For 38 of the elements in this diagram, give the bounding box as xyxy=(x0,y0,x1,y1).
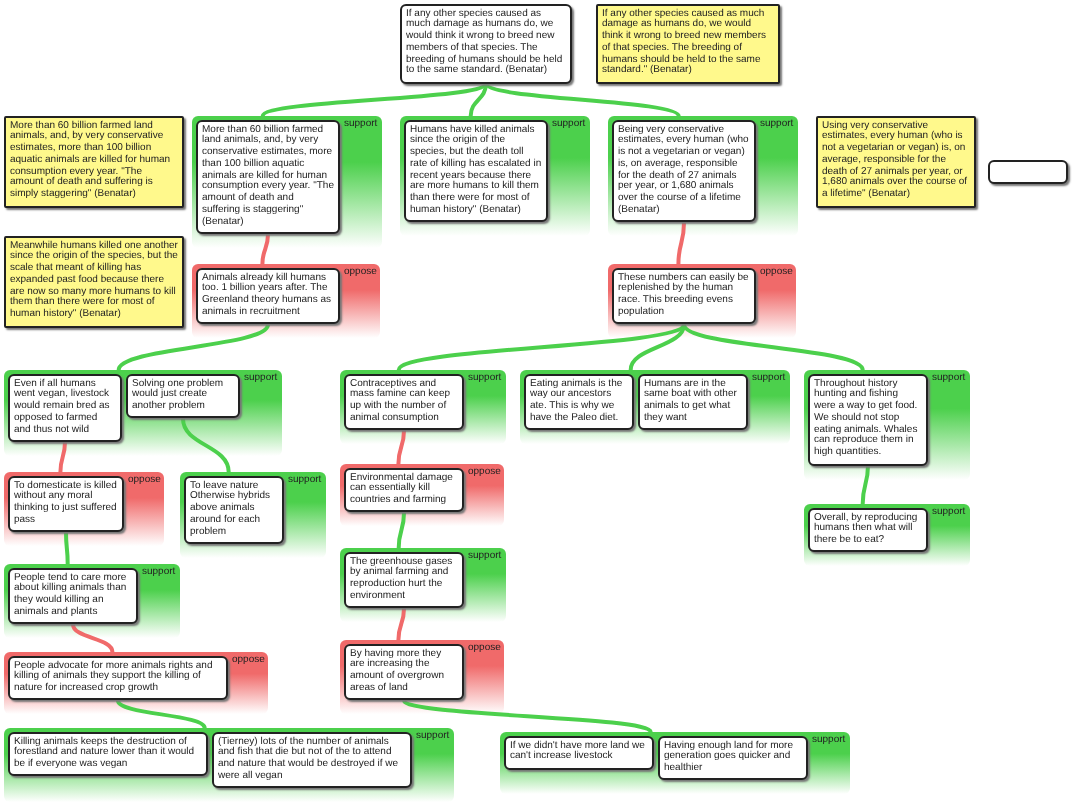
connector xyxy=(484,82,681,118)
connector xyxy=(676,222,686,265)
connector xyxy=(396,512,406,549)
reason-frame xyxy=(4,652,269,715)
connector xyxy=(71,623,115,653)
reason-frame xyxy=(192,116,382,249)
connector xyxy=(402,698,652,734)
connector xyxy=(396,608,406,641)
connector xyxy=(64,532,70,565)
reason-frame xyxy=(340,464,505,527)
reason-frame xyxy=(804,504,970,567)
connector xyxy=(260,234,270,265)
reason-frame xyxy=(500,732,850,795)
reason-frame xyxy=(340,370,506,445)
reason-frame xyxy=(192,264,381,339)
reason-frame xyxy=(4,370,282,456)
reason-frame xyxy=(4,564,180,639)
reason-frame xyxy=(4,728,454,803)
connector xyxy=(181,418,231,473)
reason-frame xyxy=(4,472,165,547)
connector xyxy=(396,430,406,465)
connector xyxy=(628,324,686,371)
connector xyxy=(116,323,270,371)
reason-frame xyxy=(520,370,790,445)
connector xyxy=(682,323,865,372)
reason-frame xyxy=(180,472,326,558)
connector xyxy=(860,465,870,505)
connector xyxy=(58,441,67,473)
connector xyxy=(468,83,488,117)
reason-frame xyxy=(340,548,506,623)
reason-frame xyxy=(804,370,970,480)
connector xyxy=(397,322,686,372)
reason-frame xyxy=(608,116,798,237)
reason-frame xyxy=(400,116,590,237)
reason-frame xyxy=(608,264,797,339)
blank-box xyxy=(988,160,1068,184)
connector xyxy=(261,82,488,118)
reason-frame xyxy=(340,640,505,715)
